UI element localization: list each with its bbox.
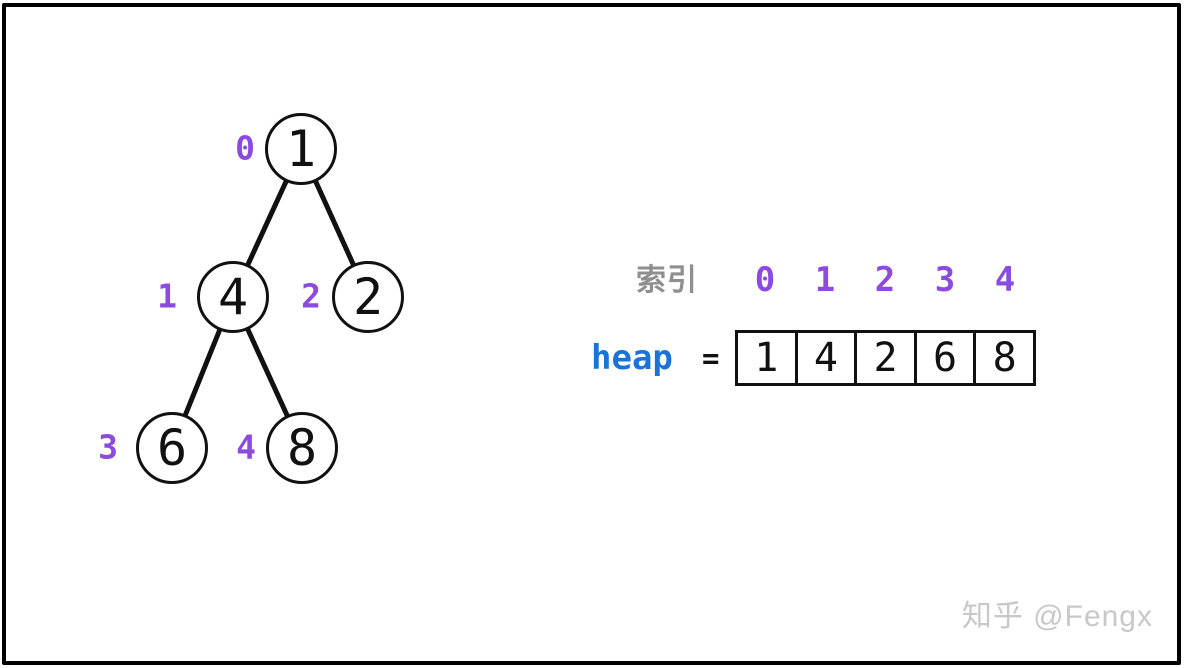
array-cell-3: 6 (917, 333, 977, 383)
heap-array-box: 1 4 2 6 8 (735, 330, 1036, 386)
array-index-4: 4 (994, 260, 1016, 300)
node-index-label-1: 1 (157, 276, 177, 316)
tree-node-left: 4 (197, 261, 269, 333)
node-index-label-2: 2 (301, 276, 321, 316)
tree-node-root: 1 (265, 113, 337, 185)
array-index-row: 0 1 2 3 4 (735, 263, 1035, 297)
watermark: 知乎 @Fengx (961, 600, 1153, 633)
array-cell-4: 8 (992, 335, 1017, 381)
node-index-label-4: 4 (236, 427, 256, 467)
tree-node-right: 2 (332, 261, 404, 333)
array-index-1: 1 (814, 260, 836, 300)
array-index-2: 2 (874, 260, 896, 300)
tree-node-left-left: 6 (136, 412, 208, 484)
array-cell-0: 1 (738, 333, 798, 383)
node-index-label-3: 3 (98, 427, 118, 467)
heap-variable-name: heap (591, 338, 673, 378)
tree-node-left-right: 8 (266, 412, 338, 484)
array-index-3: 3 (934, 260, 956, 300)
node-index-label-0: 0 (235, 128, 255, 168)
array-cell-1: 4 (798, 333, 858, 383)
index-row-label: 索引 (636, 264, 698, 297)
equals-sign: = (702, 341, 720, 375)
array-index-0: 0 (754, 260, 776, 300)
array-cell-2: 2 (857, 333, 917, 383)
